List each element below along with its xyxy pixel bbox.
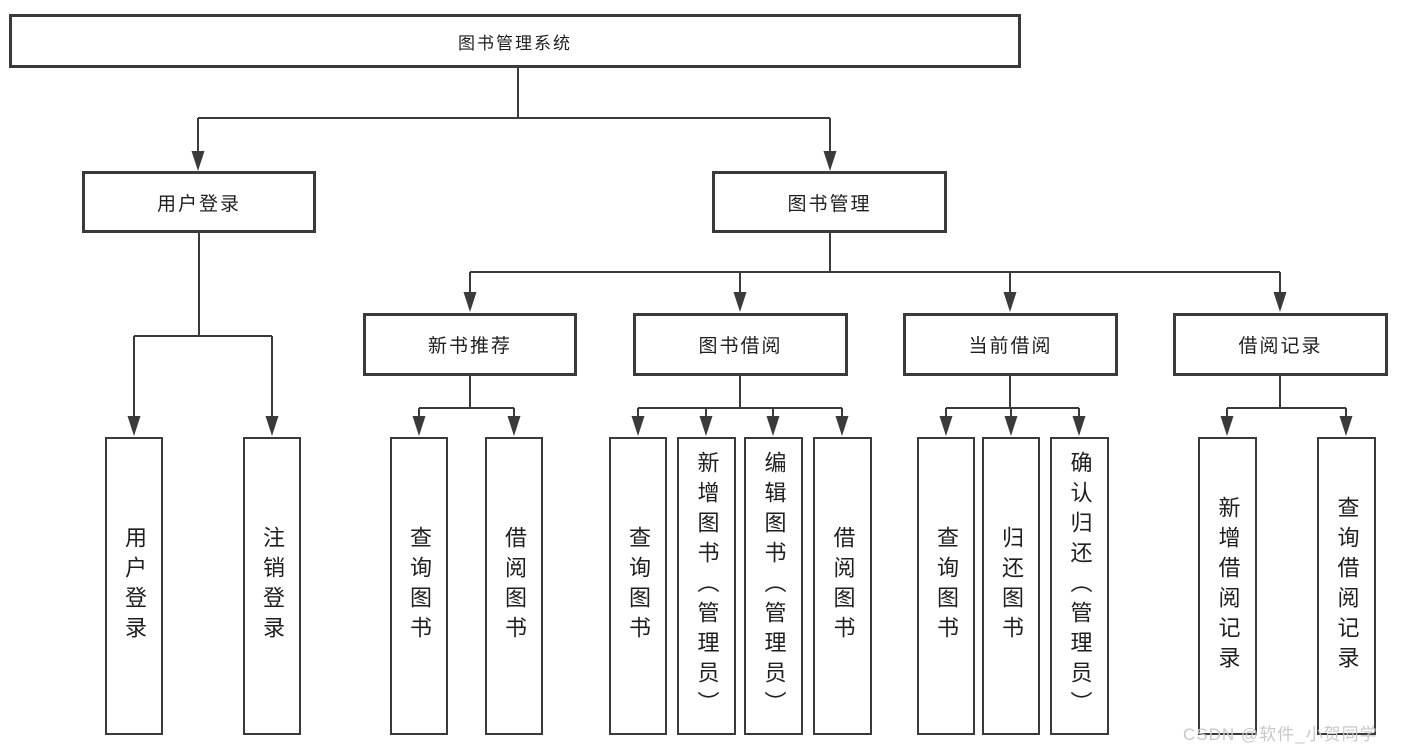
connector-record-split	[1226, 376, 1347, 419]
node-borrow-record: 借阅记录	[1173, 313, 1388, 376]
arrow-icon	[631, 416, 645, 436]
arrow-icon	[766, 416, 780, 436]
connector-paths	[133, 67, 1347, 419]
arrow-icon	[507, 416, 521, 436]
node-label: 新增借阅记录	[1215, 496, 1241, 676]
node-label: 图书借阅	[698, 336, 783, 357]
node-root-system: 图书管理系统	[9, 14, 1021, 68]
node-label: 注销登录	[260, 526, 285, 646]
node-new-book-recommend: 新书推荐	[363, 313, 577, 376]
arrow-icon	[1072, 416, 1086, 436]
arrow-icon	[1273, 292, 1287, 312]
arrow-icon	[1003, 292, 1017, 312]
arrow-icon	[939, 416, 953, 436]
node-leaf-query-book-3: 查询图书	[917, 437, 975, 735]
node-label: 图书管理系统	[458, 33, 572, 53]
node-leaf-query-book-1: 查询图书	[390, 437, 448, 735]
node-current-borrow: 当前借阅	[903, 313, 1118, 376]
node-leaf-borrow-book-2: 借阅图书	[813, 437, 872, 735]
node-label: 用户登录	[122, 526, 147, 646]
node-label: 查询图书	[626, 526, 651, 646]
arrow-icon	[463, 292, 477, 312]
connector-current-split	[945, 376, 1080, 419]
connector-newbook-split	[418, 376, 515, 419]
csdn-watermark: CSDN @软件_小贺同学	[1183, 725, 1378, 744]
node-leaf-add-borrow-record: 新增借阅记录	[1198, 437, 1257, 735]
connector-borrow-split	[637, 376, 843, 419]
node-label: 用户登录	[156, 193, 241, 215]
node-leaf-add-book-admin: 新增图书（管理员）	[677, 437, 736, 735]
node-label: 归还图书	[999, 526, 1024, 646]
node-label: 查询图书	[407, 526, 432, 646]
connector-root-split	[197, 67, 831, 154]
node-leaf-borrow-book-1: 借阅图书	[485, 437, 543, 735]
node-user-login: 用户登录	[82, 171, 316, 233]
node-leaf-query-book-2: 查询图书	[609, 437, 667, 735]
node-label: 借阅图书	[502, 526, 527, 646]
node-label: 图书管理	[787, 193, 872, 215]
node-leaf-logout: 注销登录	[243, 437, 301, 735]
node-label: 当前借阅	[968, 336, 1053, 357]
node-book-management: 图书管理	[712, 171, 947, 233]
arrow-icon	[699, 416, 713, 436]
node-book-borrow: 图书借阅	[633, 313, 848, 376]
connector-mgmt-split	[469, 233, 1281, 295]
arrow-icon	[1339, 416, 1353, 436]
node-leaf-confirm-return-admin: 确认归还（管理员）	[1050, 437, 1109, 735]
node-label: 确认归还（管理员）	[1067, 451, 1093, 721]
node-leaf-query-borrow-record: 查询借阅记录	[1317, 437, 1376, 735]
arrow-icon	[823, 151, 837, 171]
arrow-icon	[733, 292, 747, 312]
node-label: 借阅记录	[1238, 336, 1323, 357]
arrow-icon	[191, 151, 205, 171]
node-leaf-edit-book-admin: 编辑图书（管理员）	[744, 437, 803, 735]
arrow-icon	[1220, 416, 1234, 436]
arrow-icon	[265, 416, 279, 436]
node-leaf-user-login: 用户登录	[105, 437, 163, 735]
arrow-icon	[1004, 416, 1018, 436]
node-label: 查询借阅记录	[1334, 496, 1360, 676]
node-label: 新书推荐	[427, 336, 512, 357]
node-leaf-return-book: 归还图书	[982, 437, 1040, 735]
connector-login-split	[133, 233, 273, 419]
arrowheads	[127, 151, 1353, 436]
arrow-icon	[412, 416, 426, 436]
node-label: 查询图书	[934, 526, 959, 646]
node-label: 新增图书（管理员）	[694, 451, 720, 721]
arrow-icon	[127, 416, 141, 436]
node-label: 编辑图书（管理员）	[761, 451, 787, 721]
arrow-icon	[835, 416, 849, 436]
node-label: 借阅图书	[830, 526, 856, 646]
